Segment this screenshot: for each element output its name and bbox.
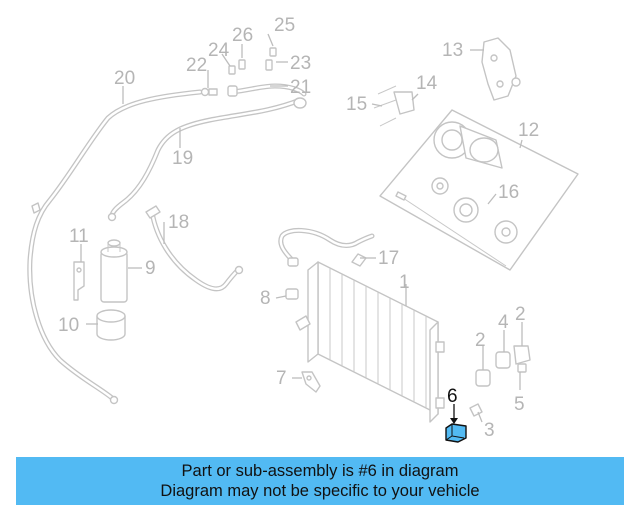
filter-10 (96, 309, 126, 341)
compressor-assembly-12 (379, 109, 579, 271)
callout-14: 14 (416, 73, 438, 94)
callout-1: 1 (399, 272, 410, 293)
callout-22: 22 (186, 55, 207, 76)
leader-lines (80, 33, 523, 424)
callout-15: 15 (346, 94, 367, 115)
callout-20: 20 (114, 68, 135, 89)
banner-line-2: Diagram may not be specific to your vehi… (160, 482, 480, 500)
parts-diagram: 1 2 2 3 4 5 6 7 8 9 10 11 12 13 14 15 16… (27, 15, 579, 443)
callout-6: 6 (447, 386, 458, 407)
hose-18 (145, 205, 244, 292)
clutch-16 (395, 177, 518, 267)
bracket-14-15 (373, 85, 415, 127)
highlighted-part-6 (445, 423, 467, 443)
callout-8: 8 (260, 288, 271, 309)
banner-line-1: Part or sub-assembly is #6 in diagram (181, 462, 459, 480)
callout-2-left: 2 (475, 330, 486, 351)
callout-3: 3 (484, 420, 495, 441)
callout-12: 12 (518, 120, 539, 141)
mounting-bracket-13 (481, 37, 521, 101)
callout-7: 7 (276, 368, 287, 389)
callout-13: 13 (442, 40, 463, 61)
callout-9: 9 (145, 258, 156, 279)
hose-20 (27, 87, 210, 405)
bracket-7 (301, 371, 321, 393)
bracket-11 (73, 261, 85, 301)
callout-10: 10 (58, 315, 79, 336)
fittings-22-26 (208, 47, 277, 96)
callout-17: 17 (378, 248, 399, 269)
callout-labels: 1 2 2 3 4 5 6 7 8 9 10 11 12 13 14 15 16… (58, 15, 539, 441)
callout-4: 4 (498, 312, 509, 333)
condenser-1 (295, 261, 445, 423)
receiver-drier-9 (100, 239, 128, 303)
callout-25: 25 (274, 15, 295, 36)
callout-16: 16 (498, 182, 519, 203)
hose-19 (107, 97, 303, 222)
callout-26: 26 (232, 25, 253, 46)
callout-23: 23 (290, 53, 311, 74)
callout-11: 11 (69, 226, 89, 247)
callout-21: 21 (290, 77, 311, 98)
callout-24: 24 (208, 40, 230, 61)
switches-2-3-4-5 (469, 345, 531, 417)
callout-2-right: 2 (515, 304, 526, 325)
callout-19: 19 (172, 148, 193, 169)
line-17 (278, 228, 375, 267)
fitting-8 (285, 288, 299, 300)
callout-5: 5 (514, 394, 525, 415)
info-banner: Part or sub-assembly is #6 in diagram Di… (16, 457, 624, 505)
callout-18: 18 (168, 212, 189, 233)
